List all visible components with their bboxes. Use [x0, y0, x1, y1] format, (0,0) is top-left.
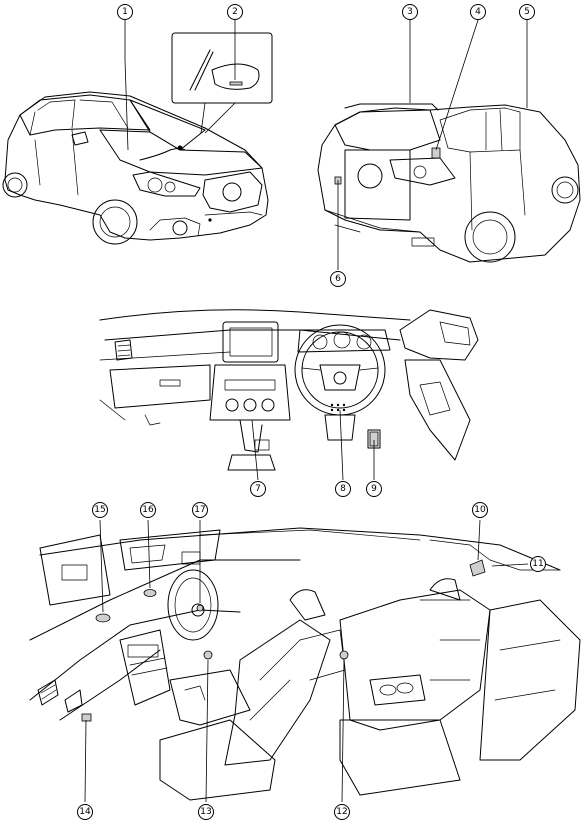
svg-text:9: 9: [371, 484, 377, 494]
cabin-interior-view: [29, 527, 581, 801]
callout-11: 11: [530, 556, 546, 572]
callout-9: 9: [366, 481, 382, 497]
svg-text:3: 3: [407, 7, 413, 17]
svg-text:17: 17: [194, 505, 205, 515]
callout-1: 1: [117, 4, 133, 20]
callout-8: 8: [335, 481, 351, 497]
callout-4: 4: [470, 4, 486, 20]
svg-text:2: 2: [232, 7, 238, 17]
callout-7: 7: [250, 481, 266, 497]
callout-5: 5: [519, 4, 535, 20]
callout-10: 10: [472, 502, 488, 518]
callout-14: 14: [77, 804, 93, 820]
callout-15: 15: [92, 502, 108, 518]
callout-16: 16: [140, 502, 156, 518]
svg-text:10: 10: [474, 505, 486, 515]
svg-text:8: 8: [340, 484, 346, 494]
leader-lines: [84, 19, 529, 803]
svg-text:15: 15: [94, 505, 105, 515]
svg-text:12: 12: [336, 807, 347, 817]
callout-6: 6: [330, 271, 346, 287]
svg-text:5: 5: [524, 7, 530, 17]
mirror-detail-inset: [171, 32, 273, 134]
callout-2: 2: [227, 4, 243, 20]
svg-text:13: 13: [200, 807, 211, 817]
callout-12: 12: [334, 804, 350, 820]
svg-text:14: 14: [79, 807, 91, 817]
vehicle-front-view: [2, 91, 269, 245]
callout-13: 13: [198, 804, 214, 820]
dashboard-view: [99, 309, 479, 471]
svg-text:7: 7: [255, 484, 261, 494]
svg-text:6: 6: [335, 274, 341, 284]
svg-text:1: 1: [122, 7, 128, 17]
callout-3: 3: [402, 4, 418, 20]
svg-text:16: 16: [142, 505, 154, 515]
callout-17: 17: [192, 502, 208, 518]
vehicle-rear-view: [317, 103, 581, 263]
svg-text:11: 11: [532, 559, 543, 569]
svg-text:4: 4: [475, 7, 481, 17]
